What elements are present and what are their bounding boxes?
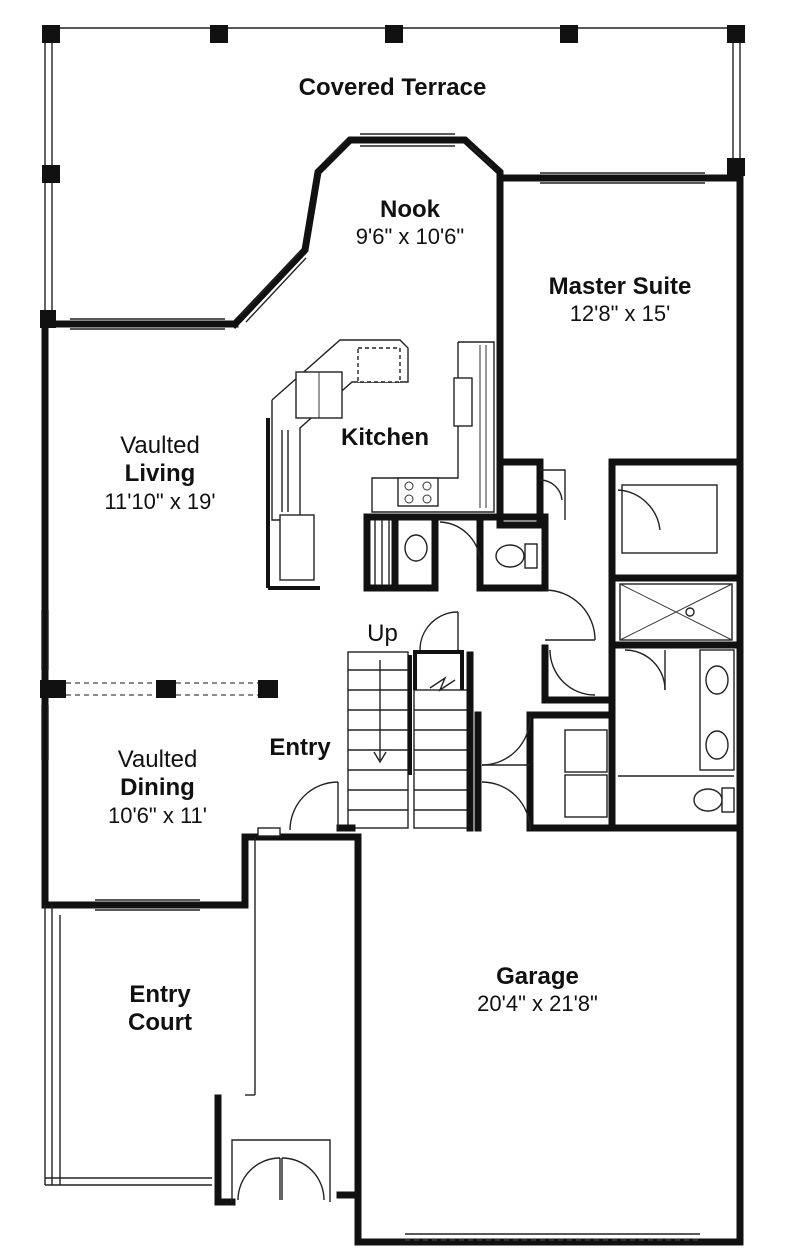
kitchen-name: Kitchen: [340, 424, 429, 451]
dining-name: Dining: [120, 774, 195, 802]
entry-court-walls: [44, 837, 359, 1206]
garage-name: Garage: [496, 963, 579, 990]
entry-name: Entry: [269, 734, 331, 761]
stair-up-text: Up: [367, 620, 398, 647]
nook-bay-wall: [230, 133, 504, 329]
living-dims: 11'10" x 19': [104, 488, 216, 514]
entry-court-label: Entry Court: [95, 981, 225, 1038]
master-suite-walls: [496, 174, 744, 649]
master-suite-dims: 12'8" x 15': [569, 301, 671, 327]
garage-walls: [354, 824, 744, 1246]
living-prefix: Vaulted: [120, 432, 200, 459]
entry-court-line2: Court: [128, 1009, 192, 1037]
garage-label: Garage 20'4" x 21'8": [430, 963, 645, 1017]
bath-walls: [526, 644, 735, 832]
covered-terrace-label: Covered Terrace: [265, 74, 520, 102]
nook-dims: 9'6" x 10'6": [355, 224, 465, 250]
powder-room-walls: [363, 469, 596, 641]
dining-prefix: Vaulted: [117, 746, 198, 773]
kitchen-label: Kitchen: [320, 424, 450, 452]
dining-label: Vaulted Dining 10'6" x 11': [75, 746, 240, 829]
living-name: Living: [124, 460, 196, 488]
nook-name: Nook: [380, 196, 440, 223]
kitchen-counters: [266, 339, 495, 590]
stair-up-label: Up: [355, 620, 410, 648]
covered-terrace-outline: [42, 25, 745, 320]
nook-label: Nook 9'6" x 10'6": [320, 196, 500, 250]
covered-terrace-name: Covered Terrace: [298, 74, 487, 101]
entry-court-line1: Entry: [129, 981, 191, 1008]
living-label: Vaulted Living 11'10" x 19': [75, 432, 245, 515]
master-suite-label: Master Suite 12'8" x 15': [515, 273, 725, 327]
dining-dims: 10'6" x 11': [108, 802, 207, 828]
entry-walls: [241, 651, 744, 841]
entry-label: Entry: [255, 734, 345, 762]
master-suite-name: Master Suite: [548, 273, 692, 300]
stair: [347, 611, 470, 829]
garage-dims: 20'4" x 21'8": [477, 991, 598, 1017]
